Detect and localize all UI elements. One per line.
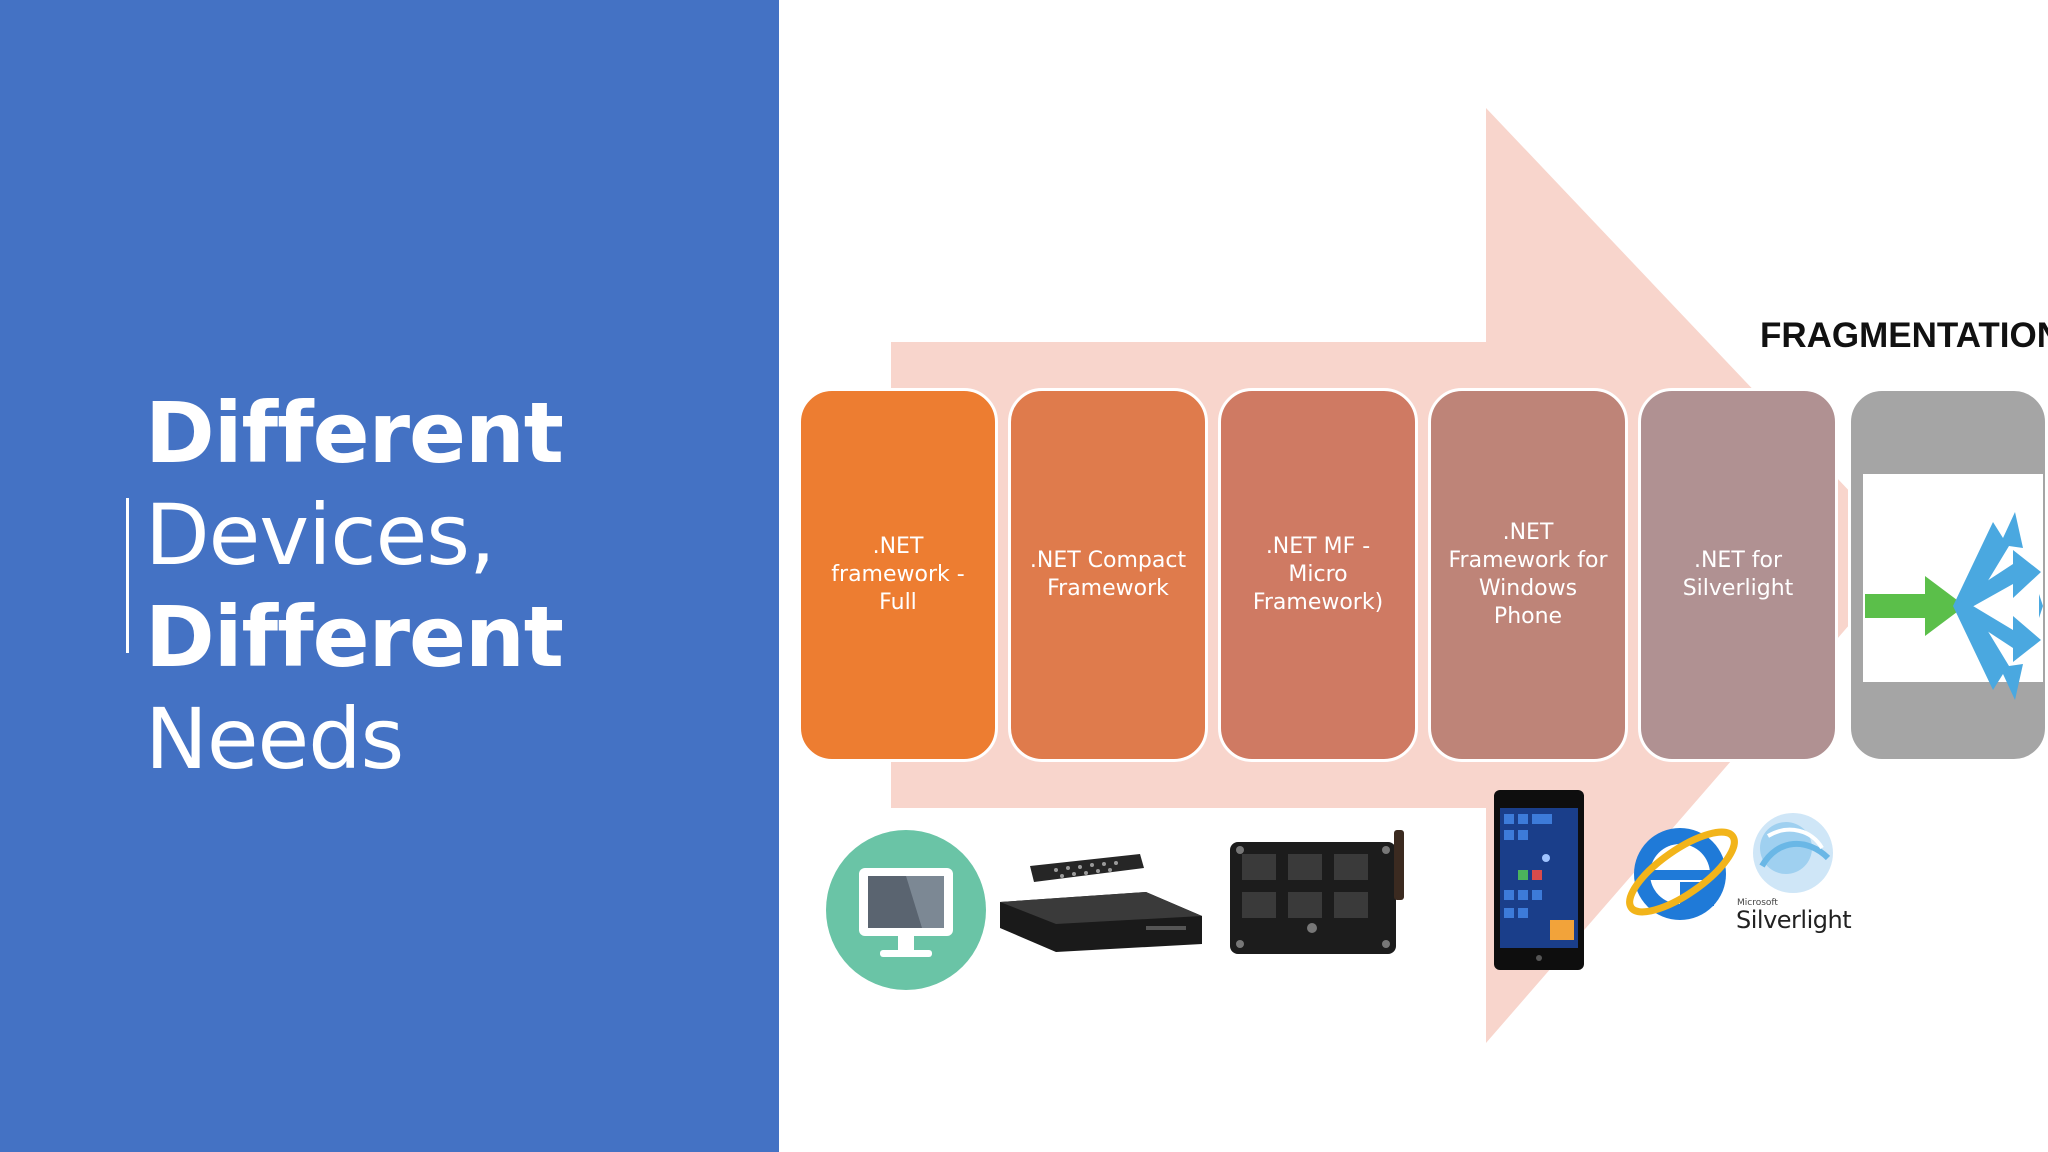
title-line-1: Different	[145, 384, 564, 482]
net-compact-framework-box: .NET Compact Framework	[1008, 388, 1208, 762]
title-panel	[0, 0, 779, 1152]
title-line-4: Needs	[145, 690, 404, 788]
net-silverlight-box: .NET for Silverlight	[1638, 388, 1838, 762]
title-line-3: Different	[145, 588, 564, 686]
net-windows-phone-box: .NET Framework for Windows Phone	[1428, 388, 1628, 762]
silverlight-brand: Microsoft	[1737, 898, 1778, 908]
slide-title: Different Devices, Different Needs	[145, 382, 564, 790]
smartphone-icon	[1494, 790, 1584, 970]
silverlight-logo-text: Silverlight	[1736, 906, 1852, 934]
fragmentation-arrows-icon	[1863, 474, 2043, 700]
set-top-box-icon	[1000, 854, 1202, 952]
internet-explorer-icon	[1626, 828, 1738, 920]
monitor-icon	[826, 830, 986, 990]
fragmentation-label: FRAGMENTATION	[1760, 316, 2048, 355]
net-framework-full-box: .NET framework - Full	[798, 388, 998, 762]
title-accent-bar	[126, 498, 129, 653]
net-micro-framework-box: .NET MF - Micro Framework)	[1218, 388, 1418, 762]
silverlight-icon	[1753, 813, 1833, 893]
fragmentation-image-box	[1848, 388, 2048, 762]
circuit-board-icon	[1230, 830, 1404, 954]
title-line-2: Devices,	[145, 486, 496, 584]
